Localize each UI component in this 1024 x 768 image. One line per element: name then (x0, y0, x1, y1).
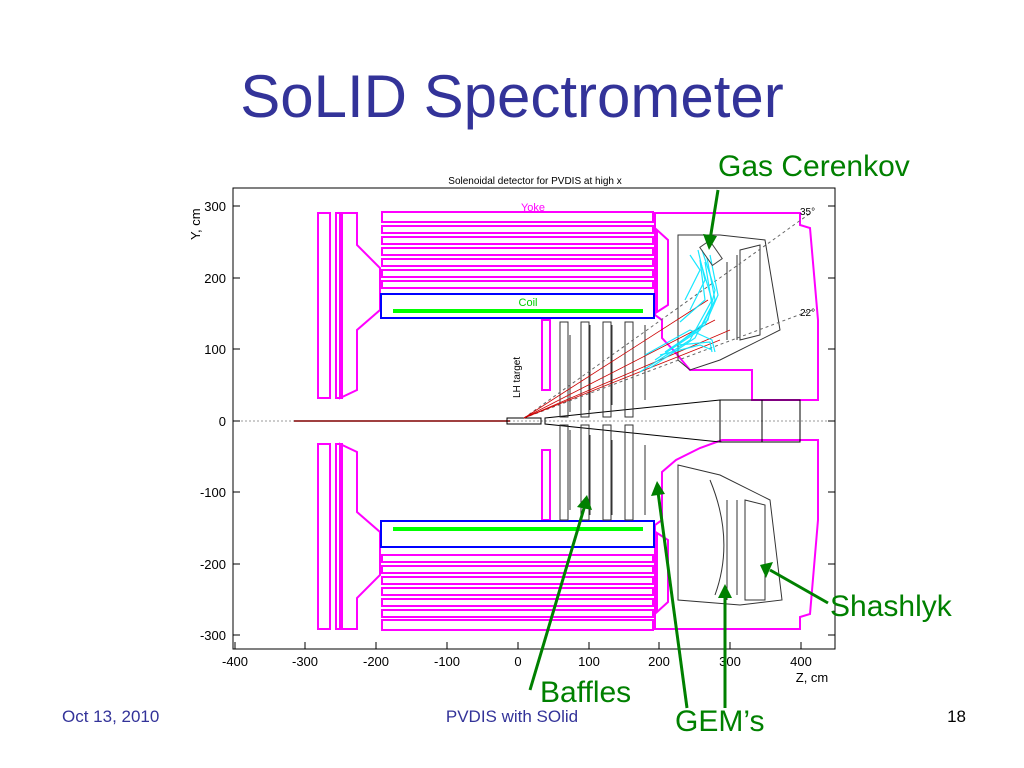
x-axis-label: Z, cm (796, 670, 829, 685)
plot-frame (232, 187, 836, 650)
shashlyk-calorimeter (739, 244, 766, 601)
plot-title: Solenoidal detector for PVDIS at high x (448, 176, 621, 187)
yoke (317, 211, 819, 631)
callout-gems: GEM’s (675, 705, 765, 738)
x-tick-label: 400 (790, 654, 812, 669)
footer-date: Oct 13, 2010 (62, 707, 160, 726)
y-tick-label: 200 (204, 271, 226, 286)
target-label: LH target (512, 357, 523, 398)
coil-label: Coil (519, 297, 538, 309)
y-tick-label: -200 (200, 557, 226, 572)
slide-title: SoLID Spectrometer (240, 63, 784, 130)
beam-line (294, 417, 542, 425)
x-tick-label: 200 (648, 654, 670, 669)
y-tick-label: -100 (200, 485, 226, 500)
x-tick-label: -400 (222, 654, 248, 669)
x-tick-label: -100 (434, 654, 460, 669)
x-tick-label: -300 (292, 654, 318, 669)
x-tick-label: 0 (514, 654, 521, 669)
y-tick-label: 300 (204, 199, 226, 214)
y-tick-label: 0 (219, 414, 226, 429)
angle-35-label: 35° (800, 207, 815, 218)
angle-lines (523, 211, 813, 419)
cerenkov-mirror (699, 239, 723, 267)
x-tick-label: -200 (363, 654, 389, 669)
x-tick-label: 100 (578, 654, 600, 669)
coils (380, 293, 655, 548)
baffles (559, 321, 634, 521)
y-axis (233, 205, 835, 636)
y-tick-label: -300 (200, 628, 226, 643)
yoke-label: Yoke (521, 202, 545, 214)
angle-22-label: 22° (800, 308, 815, 319)
y-tick-label: 100 (204, 342, 226, 357)
callout-baffles: Baffles (540, 676, 632, 709)
callout-shashlyk: Shashlyk (830, 590, 952, 623)
callout-arrows (528, 189, 829, 709)
callout-gas-cerenkov: Gas Cerenkov (718, 150, 910, 183)
gem-planes (569, 255, 738, 600)
x-tick-label: 300 (719, 654, 741, 669)
y-axis-label: Y, cm (188, 208, 203, 240)
beam-pipe (544, 399, 801, 443)
page-number: 18 (947, 707, 966, 726)
cerenkov-tracks (639, 249, 719, 373)
footer-center: PVDIS with SOlid (445, 707, 579, 726)
red-tracks (523, 299, 731, 419)
gas-cerenkov-box (677, 234, 783, 606)
x-axis (234, 642, 802, 649)
